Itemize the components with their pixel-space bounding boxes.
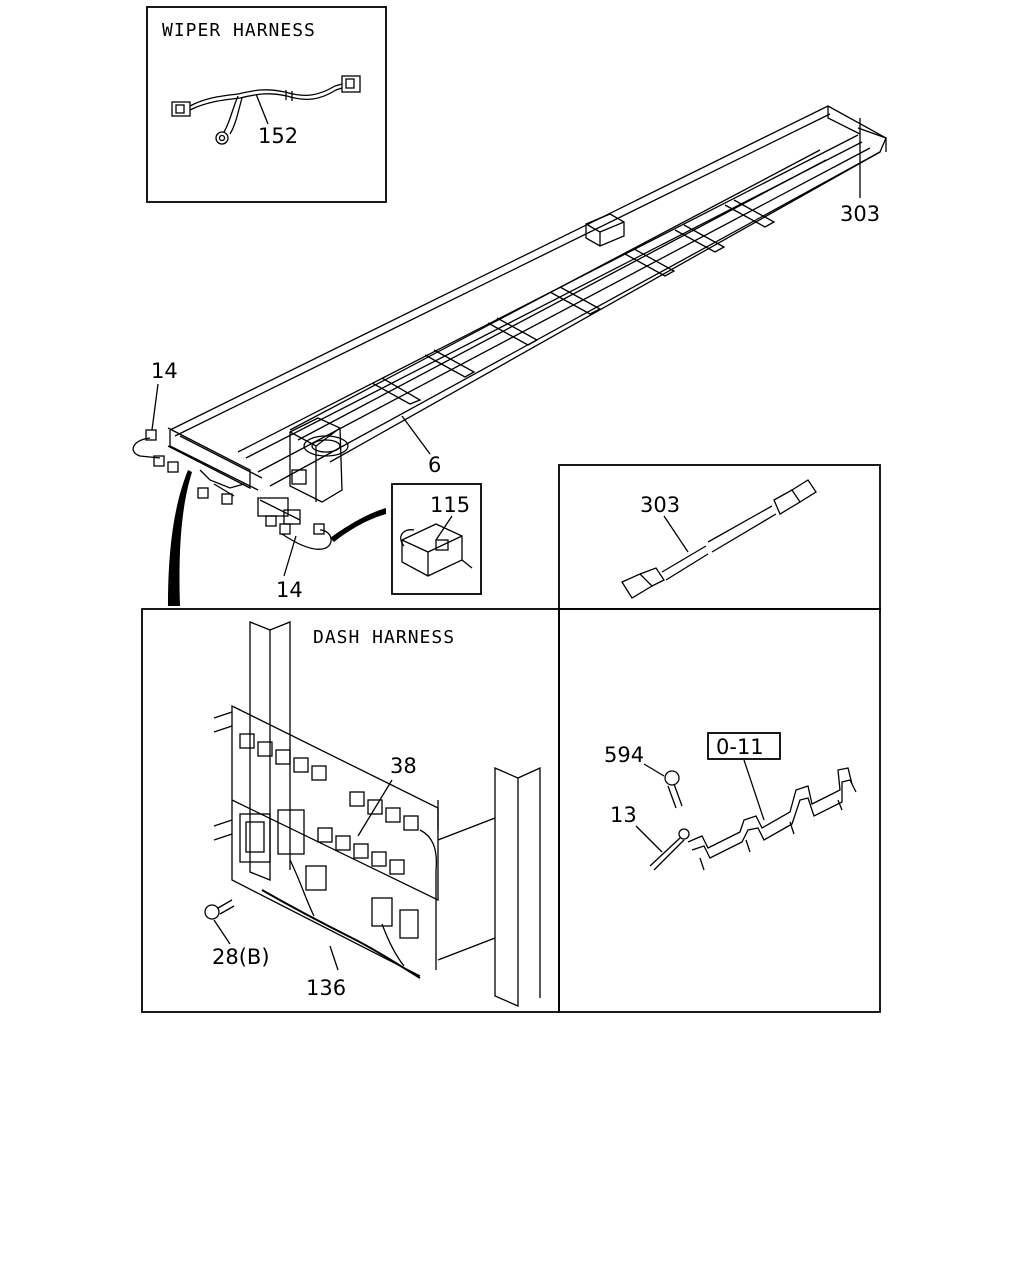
callout-13: 13: [610, 803, 637, 827]
callout-38: 38: [390, 754, 417, 778]
callout-303-panel: 303: [640, 493, 680, 517]
dash-harness-panel: DASH HARNESS: [141, 608, 560, 1013]
callout-6: 6: [428, 453, 441, 477]
ref-box-0-11: [707, 732, 781, 760]
callout-303-top: 303: [840, 202, 880, 226]
bracket-drawing: [635, 759, 857, 871]
callout-152: 152: [258, 124, 298, 148]
chassis-frame-drawing: [132, 105, 887, 606]
callout-14-bottom: 14: [276, 578, 303, 602]
callout-28b: 28(B): [212, 945, 270, 969]
callout-115: 115: [430, 493, 470, 517]
callout-136: 136: [306, 976, 346, 1000]
dash-harness-title: DASH HARNESS: [313, 627, 455, 648]
callout-594: 594: [604, 743, 644, 767]
part-115-box: [391, 483, 482, 595]
callout-14-top: 14: [151, 359, 178, 383]
part-303-panel: [558, 464, 881, 610]
wiper-harness-drawing: [171, 75, 361, 145]
callout-0-11: 0-11: [716, 735, 764, 759]
wiper-harness-panel: WIPER HARNESS 152: [146, 6, 387, 203]
bracket-panel: 0-11 594 13: [558, 608, 881, 1013]
wiper-harness-title: WIPER HARNESS: [162, 20, 316, 41]
dash-harness-drawing: [204, 621, 541, 1007]
